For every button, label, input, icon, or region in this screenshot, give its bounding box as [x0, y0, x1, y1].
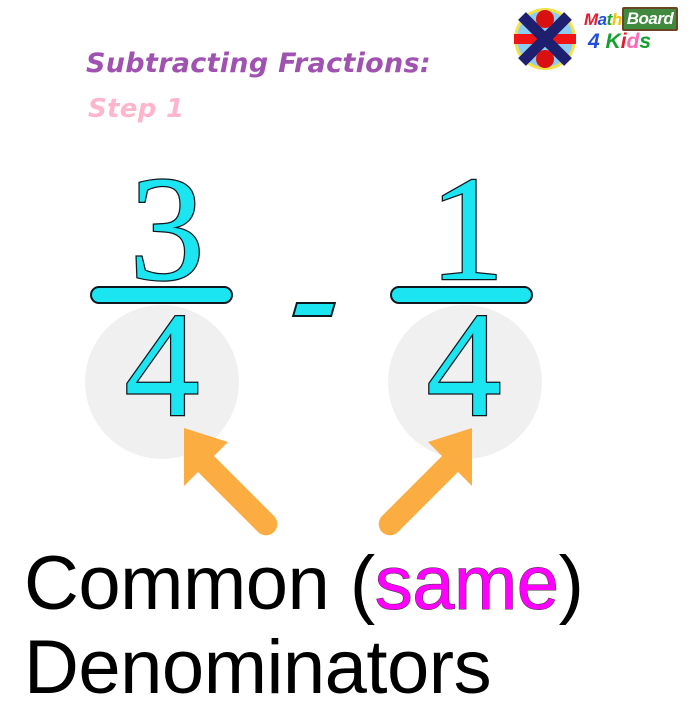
left-fraction-denominator: 4: [123, 282, 201, 448]
caption-line-2: Denominators: [24, 625, 492, 710]
logo-letter-i: i: [620, 30, 627, 53]
logo-letter-s: s: [639, 30, 652, 53]
logo-letter-h: h: [611, 10, 622, 29]
logo-word-board: Board: [626, 9, 674, 28]
logo-board-chalkboard: Board: [621, 7, 679, 31]
logo-emblem-icon: [514, 8, 576, 70]
logo-line-4-kids: 4 Kids: [588, 30, 651, 54]
logo-letter-a: a: [597, 10, 607, 29]
caption-prefix: Common (: [24, 541, 375, 626]
logo-word-four: 4: [588, 30, 600, 53]
caption-text: Common (same) Denominators: [24, 541, 684, 710]
lesson-title: Subtracting Fractions:: [86, 48, 431, 79]
logo-letter-k: K: [605, 30, 621, 53]
caption-suffix: ): [558, 541, 584, 626]
denominator-highlight-left: [85, 305, 239, 459]
logo-letter-d: d: [626, 30, 640, 53]
pointer-arrow-right-icon: [378, 428, 472, 536]
left-fraction-numerator: 3: [128, 146, 206, 312]
logo-letter-t: t: [606, 10, 613, 29]
lesson-step-label: Step 1: [88, 94, 185, 124]
caption-line-1: Common (same): [24, 541, 684, 626]
right-fraction-numerator: 1: [428, 146, 506, 312]
right-fraction-denominator: 4: [425, 282, 503, 448]
minus-operator-icon: [291, 302, 337, 317]
logo-letter-m: M: [584, 10, 598, 29]
pointer-arrow-left-icon: [184, 428, 278, 536]
caption-highlight-same: same: [374, 541, 559, 626]
left-fraction-bar: [90, 286, 233, 304]
right-fraction-bar: [390, 286, 533, 304]
fraction-expression: 3 4 1 4: [85, 146, 542, 536]
